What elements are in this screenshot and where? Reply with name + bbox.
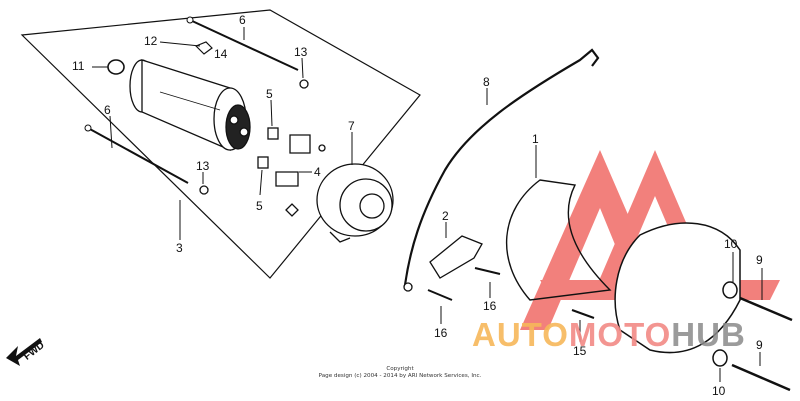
bolt-9-lower: [731, 363, 791, 392]
brush-upper: [267, 127, 279, 140]
callout-10-lower: 10: [712, 384, 726, 398]
starter-clip: [194, 41, 213, 55]
bolt-16-lower: [427, 289, 453, 301]
long-bolt-top: [186, 16, 299, 71]
callout-16-upper: 16: [483, 299, 497, 313]
brush-holder: [275, 134, 326, 217]
copyright-line-1: Copyright: [386, 366, 414, 372]
callout-5-top: 5: [266, 87, 273, 101]
watermark-word-auto: AUTO: [472, 316, 569, 353]
bolt-9-upper: [739, 296, 793, 322]
bolt-15: [571, 309, 595, 319]
copyright-line-2: Page design (c) 2004 - 2014 by ARI Netwo…: [318, 372, 482, 379]
brush-lower: [257, 156, 269, 169]
bolt-16-upper: [474, 267, 501, 275]
o-ring: [107, 59, 125, 75]
cover-gasket: [505, 179, 612, 301]
washer-upper: [722, 281, 738, 299]
callout-4: 4: [314, 165, 321, 179]
callout-8: 8: [483, 75, 490, 89]
nut-bottom: [199, 185, 209, 195]
callout-leaders: [92, 27, 763, 382]
callout-7: 7: [348, 119, 355, 133]
copyright-notice: Copyright Page design (c) 2004 - 2014 by…: [315, 366, 485, 379]
cable-terminal: [403, 282, 413, 292]
watermark-text: AUTOMOTOHUB: [472, 318, 746, 351]
callout-2: 2: [442, 209, 449, 223]
callout-15: 15: [573, 344, 587, 358]
watermark-word-moto: MOTO: [568, 316, 672, 353]
starter-rear-cover: [316, 163, 394, 243]
callout-10-upper: 10: [724, 237, 738, 251]
starter-cable: [403, 48, 600, 286]
callout-11: 11: [72, 59, 85, 73]
callout-16-lower: 16: [434, 326, 448, 340]
callout-13-bottom: 13: [196, 159, 210, 173]
mounting-plate: [429, 235, 483, 279]
callout-5-bottom: 5: [256, 199, 263, 213]
callout-1: 1: [532, 132, 539, 146]
callout-13-top: 13: [294, 45, 308, 59]
nut-top: [299, 79, 309, 89]
callout-12: 12: [144, 34, 158, 48]
callout-9-lower: 9: [756, 338, 763, 352]
callout-14: 14: [214, 47, 228, 61]
watermark-word-hub: HUB: [671, 316, 746, 353]
callout-3: 3: [176, 241, 183, 255]
callout-9-upper: 9: [756, 253, 763, 267]
starter-motor: [129, 59, 251, 151]
long-bolt-bottom: [84, 124, 189, 184]
fwd-arrow-icon: [6, 338, 42, 366]
callout-6-top: 6: [239, 13, 246, 27]
callout-6-bottom: 6: [104, 103, 111, 117]
washer-lower: [712, 349, 728, 367]
left-side-cover: [614, 222, 741, 354]
